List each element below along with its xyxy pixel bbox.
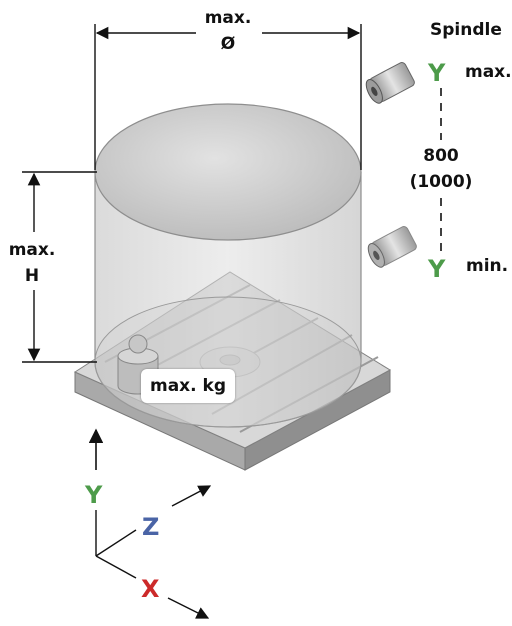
coord-x-label: X — [141, 575, 160, 603]
spindle-title: Spindle — [430, 20, 502, 40]
diameter-label-max: max. — [204, 8, 252, 28]
spindle-travel-extended: (1000) — [409, 172, 473, 192]
diameter-dimension — [94, 24, 362, 170]
coord-z-label: Z — [142, 513, 160, 541]
height-label-symbol: H — [24, 266, 40, 286]
coord-y-label: Y — [85, 481, 103, 509]
work-envelope-cylinder — [94, 103, 362, 428]
spindle-travel-value: 800 — [423, 146, 459, 166]
height-label-max: max. — [8, 240, 56, 260]
spindle-min-label: min. — [466, 256, 509, 276]
diameter-label-symbol: Ø — [220, 34, 236, 54]
height-dimension — [22, 171, 97, 363]
coordinate-system — [95, 485, 212, 619]
spindle-icon — [367, 226, 417, 268]
spindle-max-label: max. — [465, 62, 512, 82]
weight-label: max. kg — [141, 369, 235, 403]
spindle-y-max-axis: Y — [428, 59, 446, 87]
spindle-icon — [365, 62, 415, 104]
spindle-y-min-axis: Y — [428, 255, 446, 283]
